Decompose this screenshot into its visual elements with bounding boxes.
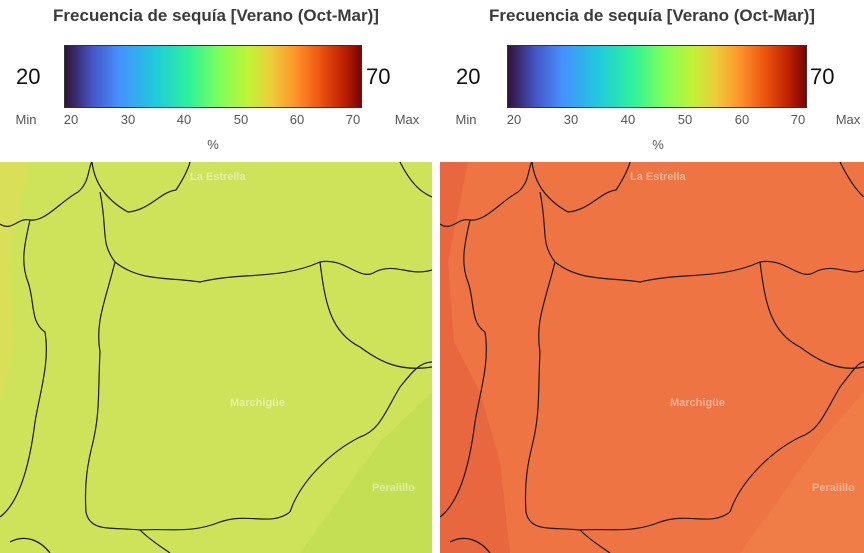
legend-max-label: Max: [835, 112, 861, 127]
place-label-marchigue: Marchigüe: [670, 397, 725, 409]
place-label-la-estrella: La Estrella: [630, 171, 687, 183]
legend-max-label: Max: [394, 112, 420, 127]
colorbar-tick: 70: [345, 112, 361, 127]
place-label-peralillo: Peralillo: [372, 482, 415, 494]
colorbar-tick: 20: [63, 112, 79, 127]
map-view[interactable]: La Estrella Marchigüe Peralillo: [0, 162, 432, 553]
legend-unit: %: [652, 137, 664, 152]
legend-min-label: Min: [455, 112, 477, 127]
drought-map-panel-left: Frecuencia de sequía [Verano (Oct-Mar)] …: [0, 6, 432, 553]
place-label-marchigue: Marchigüe: [230, 397, 285, 409]
legend-min-value: 20: [456, 64, 481, 89]
colorbar-tick: 40: [176, 112, 192, 127]
colorbar-tick: 50: [677, 112, 693, 127]
map-region-southeast: [740, 392, 864, 553]
legend-max-value: 70: [366, 64, 391, 89]
place-label-peralillo: Peralillo: [812, 482, 855, 494]
commune-boundaries: [0, 162, 432, 553]
legend-title: Frecuencia de sequía [Verano (Oct-Mar)]: [489, 6, 815, 25]
map-region-west: [440, 162, 510, 553]
legend-min-value: 20: [16, 64, 41, 89]
place-label-la-estrella: La Estrella: [190, 171, 247, 183]
map-view[interactable]: La Estrella Marchigüe Peralillo: [440, 162, 864, 553]
colorbar-tick: 70: [790, 112, 806, 127]
colorbar-tick: 50: [233, 112, 249, 127]
colorbar-tick: 30: [563, 112, 579, 127]
legend-min-label: Min: [15, 112, 37, 127]
colorbar-tick: 30: [120, 112, 136, 127]
colorbar: [64, 45, 362, 108]
map-region-west: [0, 162, 28, 402]
legend-title: Frecuencia de sequía [Verano (Oct-Mar)]: [53, 6, 379, 25]
colorbar: [507, 45, 807, 108]
colorbar-tick: 60: [734, 112, 750, 127]
drought-map-panel-right: Frecuencia de sequía [Verano (Oct-Mar)] …: [440, 0, 864, 553]
map-region-southeast: [300, 392, 432, 553]
legend-unit: %: [207, 137, 219, 152]
colorbar-tick: 20: [506, 112, 522, 127]
legend-max-value: 70: [810, 64, 835, 89]
colorbar-tick: 40: [620, 112, 636, 127]
commune-boundaries: [440, 162, 864, 553]
colorbar-tick: 60: [289, 112, 305, 127]
